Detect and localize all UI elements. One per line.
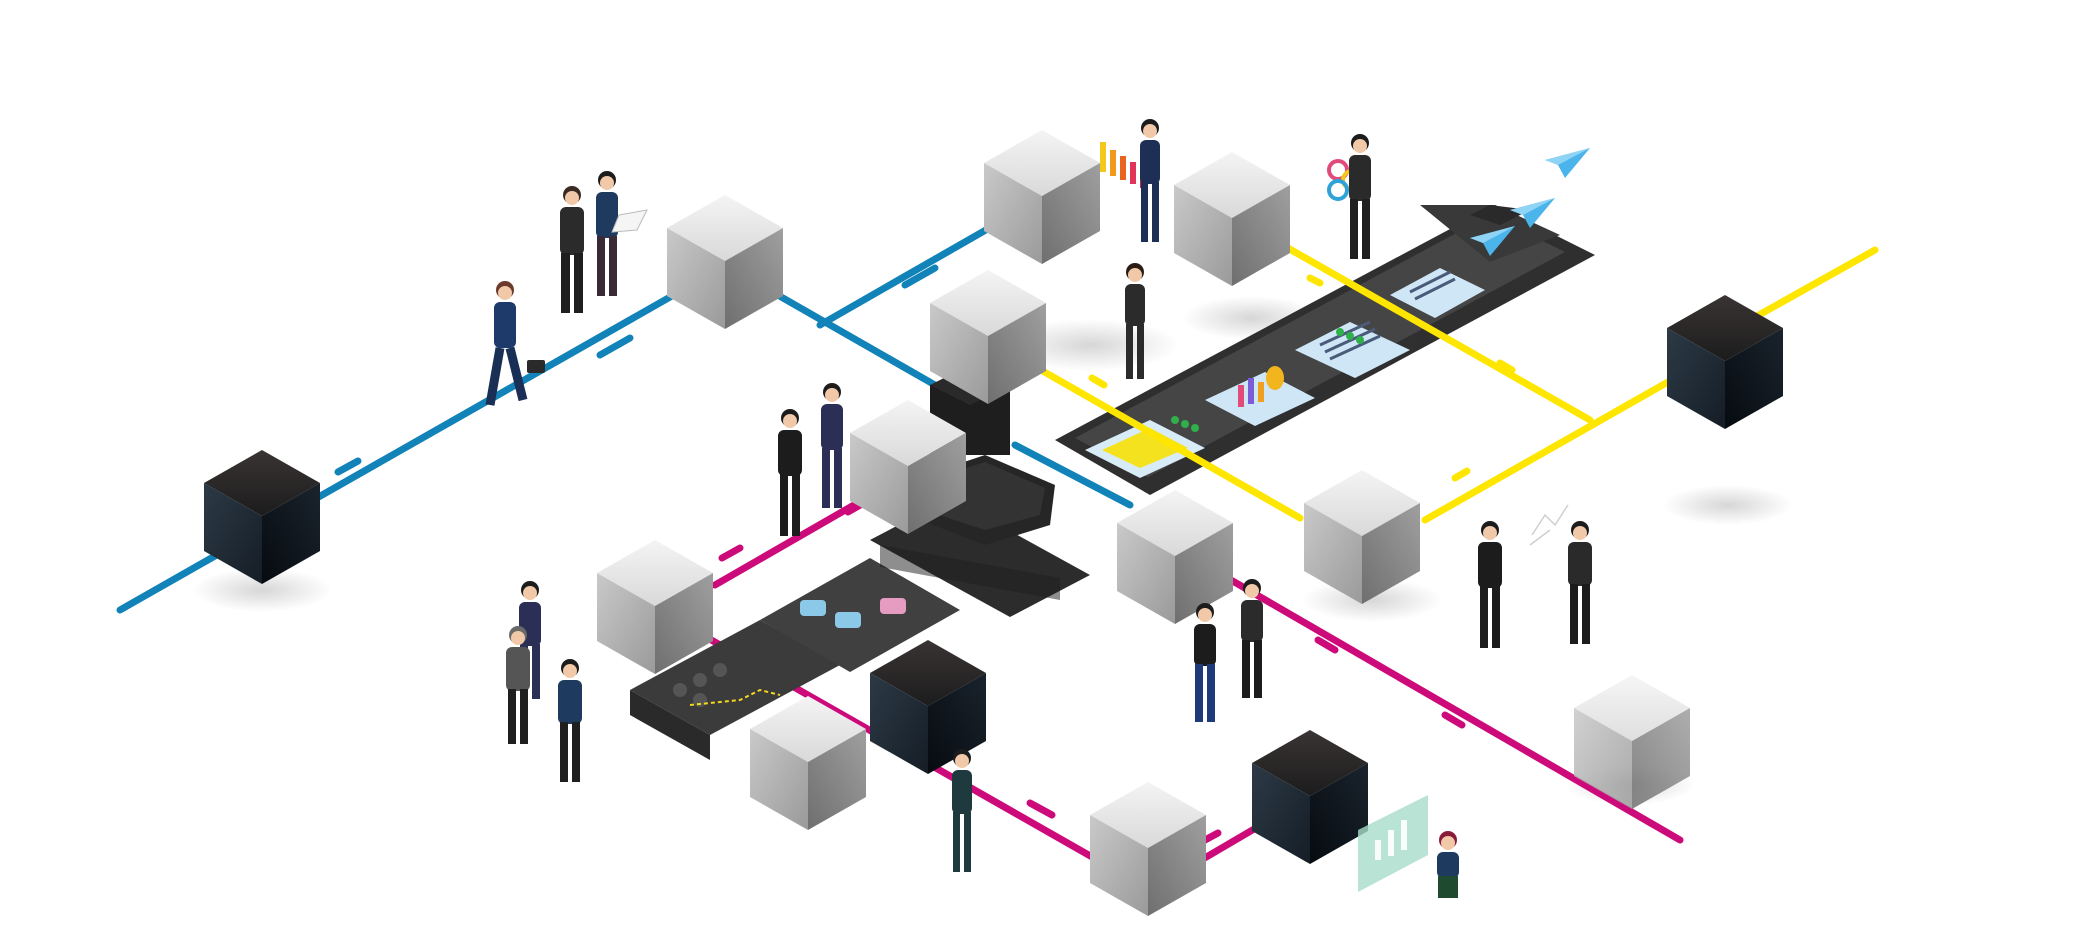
light-cube [597,540,713,674]
paper-planes [1470,148,1590,256]
dark-cube [204,450,320,584]
whiteboard-sketch [1529,504,1569,546]
light-cube [667,195,783,329]
paper-plane-icon [1470,226,1515,256]
bar-chart-icon [1100,142,1146,188]
person [821,383,843,508]
dark-cube [1667,295,1783,429]
person [1478,521,1502,648]
person [485,281,545,406]
person [1194,603,1216,722]
briefcase-icon [527,360,545,373]
person [1568,521,1592,644]
person [596,171,648,296]
person [1437,831,1459,898]
people [485,119,1592,898]
dark-cube [870,640,986,774]
light-cube [1090,782,1206,916]
person [558,659,582,782]
person [506,626,530,744]
paper-plane-icon [1545,148,1590,178]
yellow-network-line [1016,231,1879,524]
blue-network-line [116,211,1134,614]
light-cube [930,270,1046,404]
person [1140,119,1160,242]
person [1125,263,1145,379]
dark-cube [1252,730,1368,864]
person [560,186,584,313]
light-cube [1174,152,1290,286]
document-icon [1319,320,1381,361]
person [1349,134,1371,259]
conveyor-belt [1055,205,1595,495]
conveyor-items [1085,268,1485,478]
central-machine [630,365,1090,760]
person [1241,579,1263,698]
light-cube [1117,490,1233,624]
light-cube [1574,675,1690,809]
light-cube [850,400,966,534]
bar-chart-icon [1238,366,1284,407]
paper-plane-icon [1510,198,1555,228]
light-cube [984,130,1100,264]
person [952,749,972,872]
person [778,409,802,536]
light-cube [750,696,866,830]
light-cube [1304,470,1420,604]
tablet-icon [1358,795,1428,892]
